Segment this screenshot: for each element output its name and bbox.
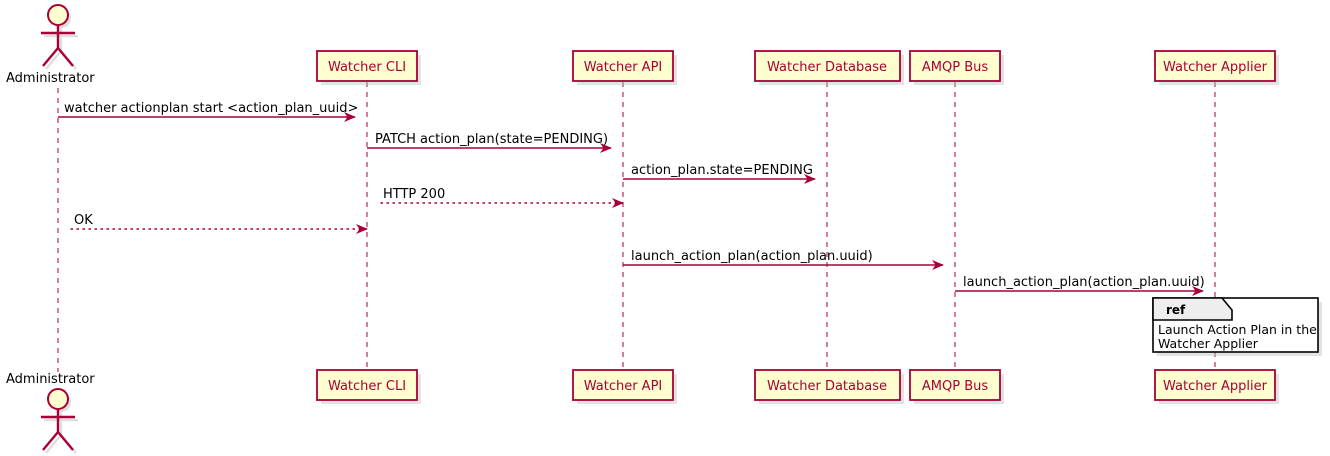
message-label: watcher actionplan start <action_plan_uu… <box>64 101 358 116</box>
participant-box-watcher-database-top[interactable]: Watcher Database <box>754 50 904 85</box>
participant-rect <box>316 369 418 401</box>
ref-fragment-operator-label: ref <box>1166 303 1186 317</box>
participant-rect <box>909 369 1001 401</box>
participant-label-watcher-applier: Watcher Applier <box>1163 379 1268 394</box>
participant-box-watcher-cli-top[interactable]: Watcher CLI <box>316 50 421 85</box>
participant-rect <box>754 50 901 82</box>
message-7-launch-action-plan-to-applier[interactable]: launch_action_plan(action_plan.uuid) <box>955 275 1205 296</box>
ref-fragment[interactable]: ref Launch Action Plan in the Watcher Ap… <box>1152 297 1322 356</box>
actor-administrator-top[interactable]: Administrator <box>6 4 95 86</box>
participant-rect <box>572 369 674 401</box>
message-3-action-plan-state-pending[interactable]: action_plan.state=PENDING <box>623 163 816 184</box>
lifelines-group <box>57 82 1216 372</box>
message-label: launch_action_plan(action_plan.uuid) <box>963 275 1205 290</box>
participant-box-watcher-applier-top[interactable]: Watcher Applier <box>1154 50 1279 85</box>
message-label: action_plan.state=PENDING <box>631 163 813 178</box>
participant-label-watcher-api: Watcher API <box>584 379 663 394</box>
participant-rect <box>1154 369 1276 401</box>
participant-label-amqp-bus: AMQP Bus <box>922 60 988 75</box>
participant-box-watcher-api-top[interactable]: Watcher API <box>572 50 677 85</box>
message-label: OK <box>74 213 93 228</box>
message-label: launch_action_plan(action_plan.uuid) <box>631 249 873 264</box>
message-1-watcher-actionplan-start[interactable]: watcher actionplan start <action_plan_uu… <box>58 101 358 122</box>
actor-leg-right-icon <box>57 47 74 67</box>
participant-rect <box>1154 50 1276 82</box>
actor-leg-left-icon <box>42 47 59 67</box>
participant-label-amqp-bus: AMQP Bus <box>922 379 988 394</box>
participant-rect <box>316 50 418 82</box>
ref-fragment-tab <box>1152 297 1233 321</box>
actor-leg-right-icon <box>57 431 74 451</box>
message-label: PATCH action_plan(state=PENDING) <box>375 132 608 147</box>
participant-label-watcher-applier: Watcher Applier <box>1163 60 1268 75</box>
participant-rect <box>754 369 901 401</box>
actor-label-administrator-bottom: Administrator <box>6 372 95 387</box>
ref-fragment-text-line2: Watcher Applier <box>1158 336 1259 351</box>
actor-head-icon <box>47 4 69 26</box>
message-label: HTTP 200 <box>383 187 445 202</box>
message-4-http-200[interactable]: HTTP 200 <box>379 187 624 208</box>
message-5-ok[interactable]: OK <box>70 213 368 234</box>
actor-leg-left-icon <box>42 431 59 451</box>
participant-box-watcher-api-bottom[interactable]: Watcher API <box>572 369 677 404</box>
participant-rect <box>572 50 674 82</box>
participant-label-watcher-database: Watcher Database <box>767 60 887 75</box>
actor-label-administrator-top: Administrator <box>6 71 95 86</box>
actor-administrator-bottom[interactable]: Administrator <box>6 372 95 454</box>
participant-box-amqp-bus-top[interactable]: AMQP Bus <box>909 50 1004 85</box>
participant-box-amqp-bus-bottom[interactable]: AMQP Bus <box>909 369 1004 404</box>
participant-label-watcher-cli: Watcher CLI <box>328 60 406 75</box>
participant-box-watcher-cli-bottom[interactable]: Watcher CLI <box>316 369 421 404</box>
message-6-launch-action-plan-to-bus[interactable]: launch_action_plan(action_plan.uuid) <box>623 249 944 270</box>
participant-box-watcher-applier-bottom[interactable]: Watcher Applier <box>1154 369 1279 404</box>
participant-label-watcher-cli: Watcher CLI <box>328 379 406 394</box>
participant-label-watcher-database: Watcher Database <box>767 379 887 394</box>
participant-box-watcher-database-bottom[interactable]: Watcher Database <box>754 369 904 404</box>
ref-fragment-text-line1: Launch Action Plan in the <box>1158 322 1317 337</box>
participant-rect <box>909 50 1001 82</box>
actor-head-icon <box>47 388 69 410</box>
participant-label-watcher-api: Watcher API <box>584 60 663 75</box>
message-2-patch-action-plan[interactable]: PATCH action_plan(state=PENDING) <box>367 132 612 153</box>
